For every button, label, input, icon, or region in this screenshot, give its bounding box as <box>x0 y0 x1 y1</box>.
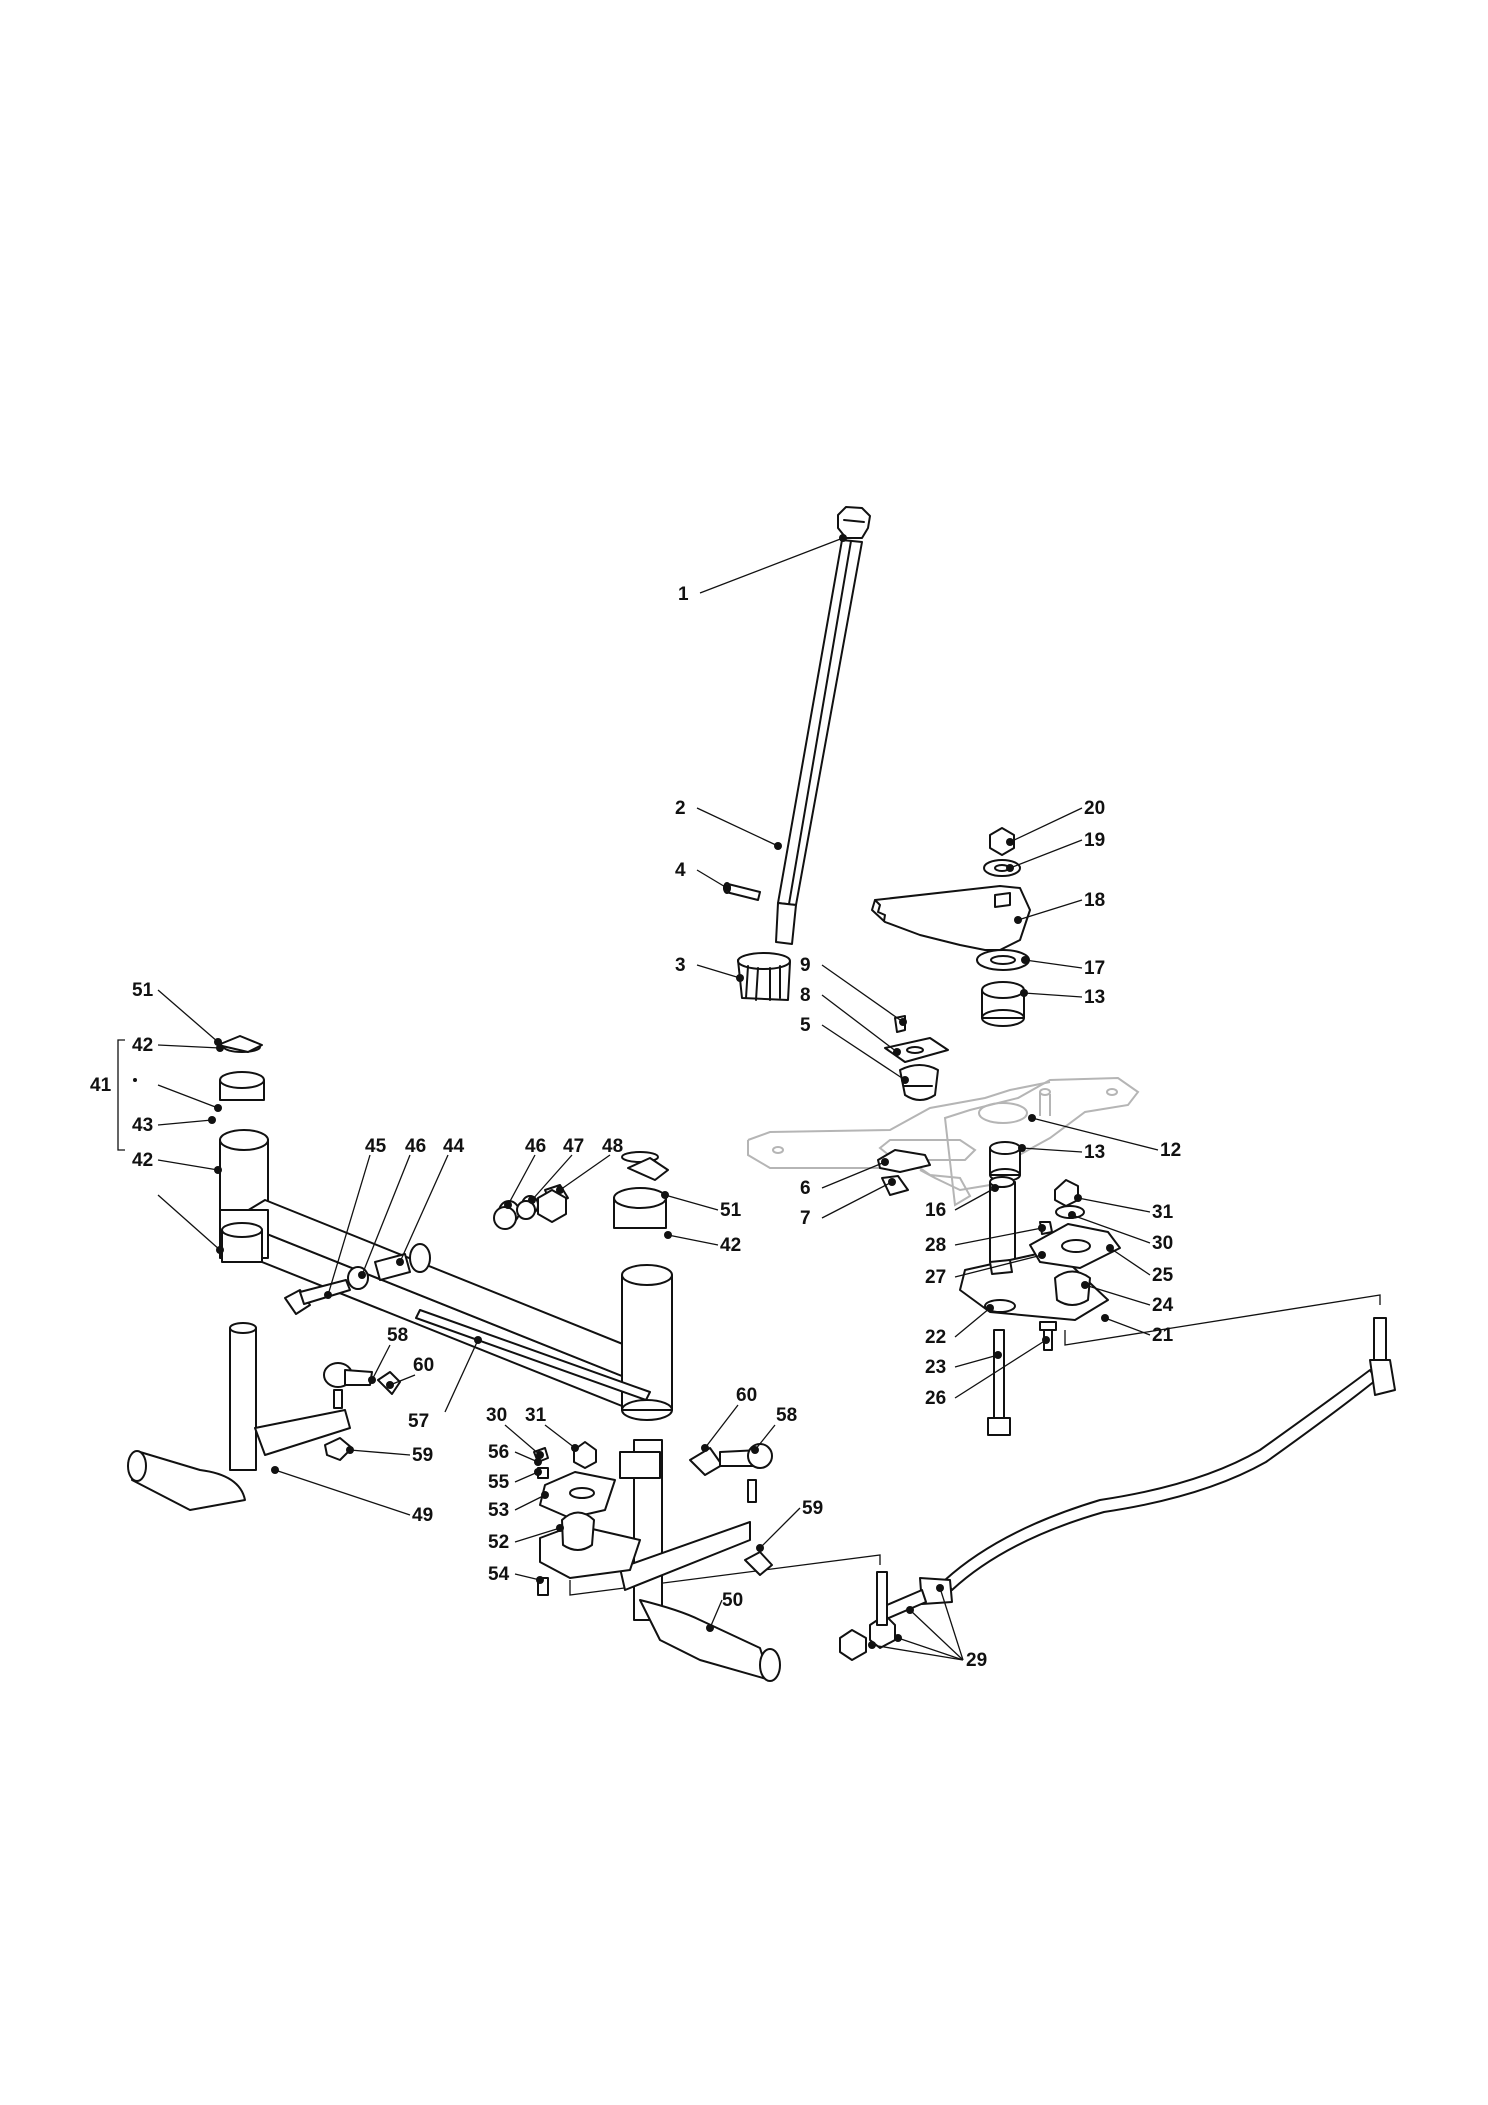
callout-53: 53 <box>488 1500 509 1521</box>
callout-22: 22 <box>925 1327 946 1348</box>
callout-20: 20 <box>1084 798 1105 819</box>
callout-46b: 46 <box>525 1136 546 1157</box>
callout-6: 6 <box>800 1178 811 1199</box>
callout-47: 47 <box>563 1136 584 1157</box>
callout-12: 12 <box>1160 1140 1181 1161</box>
callout-18: 18 <box>1084 890 1105 911</box>
ball-plate-52-53 <box>533 1441 641 1596</box>
callout-42c: 42 <box>720 1235 741 1256</box>
callout-16: 16 <box>925 1200 946 1221</box>
callout-60a: 60 <box>413 1355 434 1376</box>
callout-59a: 59 <box>412 1445 433 1466</box>
callout-9: 9 <box>800 955 811 976</box>
callout-45: 45 <box>365 1136 387 1157</box>
callout-21: 21 <box>1152 1325 1174 1346</box>
callout-labels: 1 2 4 3 9 8 5 6 7 20 19 18 17 13 12 13 1… <box>90 534 1181 1671</box>
callout-49: 49 <box>412 1505 433 1526</box>
callout-27: 27 <box>925 1267 946 1288</box>
callout-58a: 58 <box>387 1325 408 1346</box>
callout-19: 19 <box>1084 830 1105 851</box>
left-spindle-49 <box>127 1322 353 1511</box>
nut-washer-46-47-48 <box>493 1157 669 1230</box>
callout-42b: 42 <box>132 1150 153 1171</box>
callout-60b: 60 <box>736 1385 757 1406</box>
callout-51a: 51 <box>132 980 154 1001</box>
ball-joint-5 <box>899 1064 939 1101</box>
callout-7: 7 <box>800 1208 811 1229</box>
clip-51-left <box>217 1035 263 1053</box>
callout-42a: 42 <box>132 1035 153 1056</box>
callout-26: 26 <box>925 1388 946 1409</box>
callout-30a: 30 <box>1152 1233 1173 1254</box>
callout-31a: 31 <box>1152 1202 1174 1223</box>
callout-31b: 31 <box>525 1405 547 1426</box>
lower-shaft-16 <box>989 1141 1021 1263</box>
drag-link-rod <box>839 1317 1396 1661</box>
callout-29: 29 <box>966 1650 987 1671</box>
callout-57: 57 <box>408 1411 429 1432</box>
sector-gear-assembly <box>871 827 1031 1027</box>
callout-2: 2 <box>675 798 686 819</box>
callout-55: 55 <box>488 1472 510 1493</box>
pinion-gear-3 <box>737 952 791 1001</box>
callout-8: 8 <box>800 985 811 1006</box>
callout-4: 4 <box>675 860 686 881</box>
callout-50: 50 <box>722 1590 743 1611</box>
callout-24: 24 <box>1152 1295 1174 1316</box>
callout-28: 28 <box>925 1235 946 1256</box>
callout-56: 56 <box>488 1442 509 1463</box>
callout-48: 48 <box>602 1136 623 1157</box>
callout-13b: 13 <box>1084 1142 1105 1163</box>
callout-46a: 46 <box>405 1136 426 1157</box>
callout-25: 25 <box>1152 1265 1174 1286</box>
callout-59b: 59 <box>802 1498 823 1519</box>
callout-3: 3 <box>675 955 686 976</box>
rod-57 <box>415 1309 651 1401</box>
callout-5: 5 <box>800 1015 811 1036</box>
callout-17: 17 <box>1084 958 1105 979</box>
callout-43: 43 <box>132 1115 153 1136</box>
callout-30b: 30 <box>486 1405 507 1426</box>
bracket-8 <box>884 1015 949 1063</box>
callout-58b: 58 <box>776 1405 797 1426</box>
callout-54: 54 <box>488 1564 510 1585</box>
pitman-plate-21 <box>959 1179 1121 1436</box>
callout-13a: 13 <box>1084 987 1105 1008</box>
steering-column <box>775 506 871 945</box>
callout-1: 1 <box>678 584 689 605</box>
callout-23: 23 <box>925 1357 946 1378</box>
callout-52: 52 <box>488 1532 509 1553</box>
right-spindle-50 <box>619 1439 781 1682</box>
callout-41: 41 <box>90 1075 112 1096</box>
tie-rod-end-58-right <box>689 1443 773 1503</box>
washer-clip-6-7 <box>877 1149 931 1196</box>
callout-44: 44 <box>443 1136 465 1157</box>
callout-51b: 51 <box>720 1200 742 1221</box>
